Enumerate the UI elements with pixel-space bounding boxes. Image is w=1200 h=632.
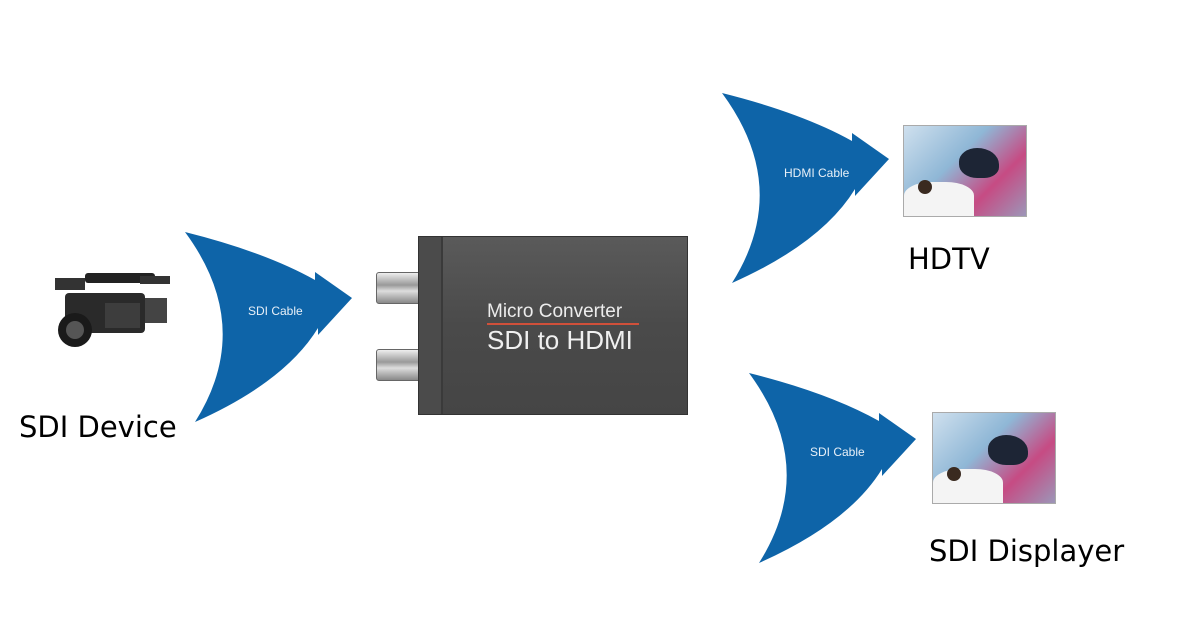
input-cable-label: SDI Cable [248,304,303,318]
converter-device: Micro Converter SDI to HDMI [418,236,688,415]
hdmi-cable-label: HDMI Cable [784,166,850,180]
whale-graphic [959,148,999,178]
input-cable-arrow [185,232,352,422]
sdi-out-cable-label: SDI Cable [810,445,865,459]
hdmi-cable-arrow [722,93,889,283]
seat-graphic [904,182,974,216]
viewer-graphic [947,467,961,481]
hdtv-caption: HDTV [908,242,990,276]
whale-graphic [988,435,1028,465]
seat-graphic [933,469,1003,503]
sdi-displayer-caption: SDI Displayer [929,534,1125,568]
viewer-graphic [918,180,932,194]
converter-flange [419,237,443,414]
converter-subtitle: SDI to HDMI [487,325,633,355]
bnc-connector-top [376,272,423,304]
converter-title: Micro Converter [487,301,623,322]
camcorder-icon [45,268,175,358]
sdi-displayer-image [932,412,1056,504]
bnc-connector-bottom [376,349,423,381]
sdi-out-cable-arrow [749,373,916,563]
converter-underline [487,323,639,325]
hdtv-image [903,125,1027,217]
source-caption: SDI Device [19,410,177,444]
